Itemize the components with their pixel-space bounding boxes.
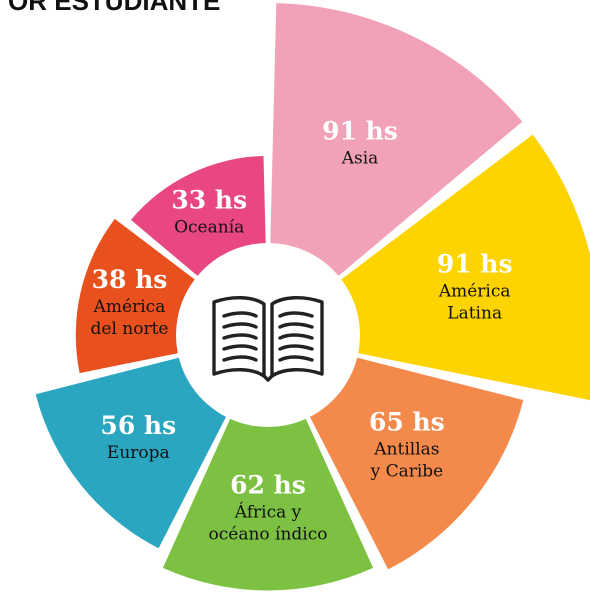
slice-value-label-5: 38 hs: [92, 265, 168, 294]
slice-value-label-2: 65 hs: [369, 407, 445, 436]
slice-category-label-5-0: América: [93, 297, 166, 317]
chart-slices: [35, 3, 590, 591]
slice-value-label-3: 62 hs: [230, 470, 306, 499]
slice-value-label-4: 56 hs: [100, 411, 176, 440]
slice-value-label-6: 33 hs: [171, 185, 247, 214]
center-hub: [176, 243, 360, 427]
slice-category-label-1-0: América: [438, 281, 511, 301]
slice-value-label-1: 91 hs: [437, 249, 513, 278]
slice-category-label-2-1: y Caribe: [370, 461, 444, 481]
slice-category-label-5-1: del norte: [91, 319, 169, 339]
pie-slice-0: [268, 3, 523, 335]
slice-category-label-0-0: Asia: [341, 149, 379, 169]
slice-value-label-0: 91 hs: [322, 117, 398, 146]
slice-category-label-6-0: Oceanía: [174, 217, 244, 237]
pie-slice-3: [162, 335, 374, 591]
slice-category-label-2-0: Antillas: [373, 439, 439, 459]
slice-category-label-4-0: Europa: [107, 443, 170, 463]
slice-category-label-3-0: África y: [234, 501, 302, 522]
page-title: OR ESTUDIANTE: [8, 0, 221, 16]
open-book-icon: [212, 296, 324, 382]
slice-category-label-1-1: Latina: [447, 303, 502, 323]
slice-category-label-3-1: océano índico: [209, 524, 328, 544]
